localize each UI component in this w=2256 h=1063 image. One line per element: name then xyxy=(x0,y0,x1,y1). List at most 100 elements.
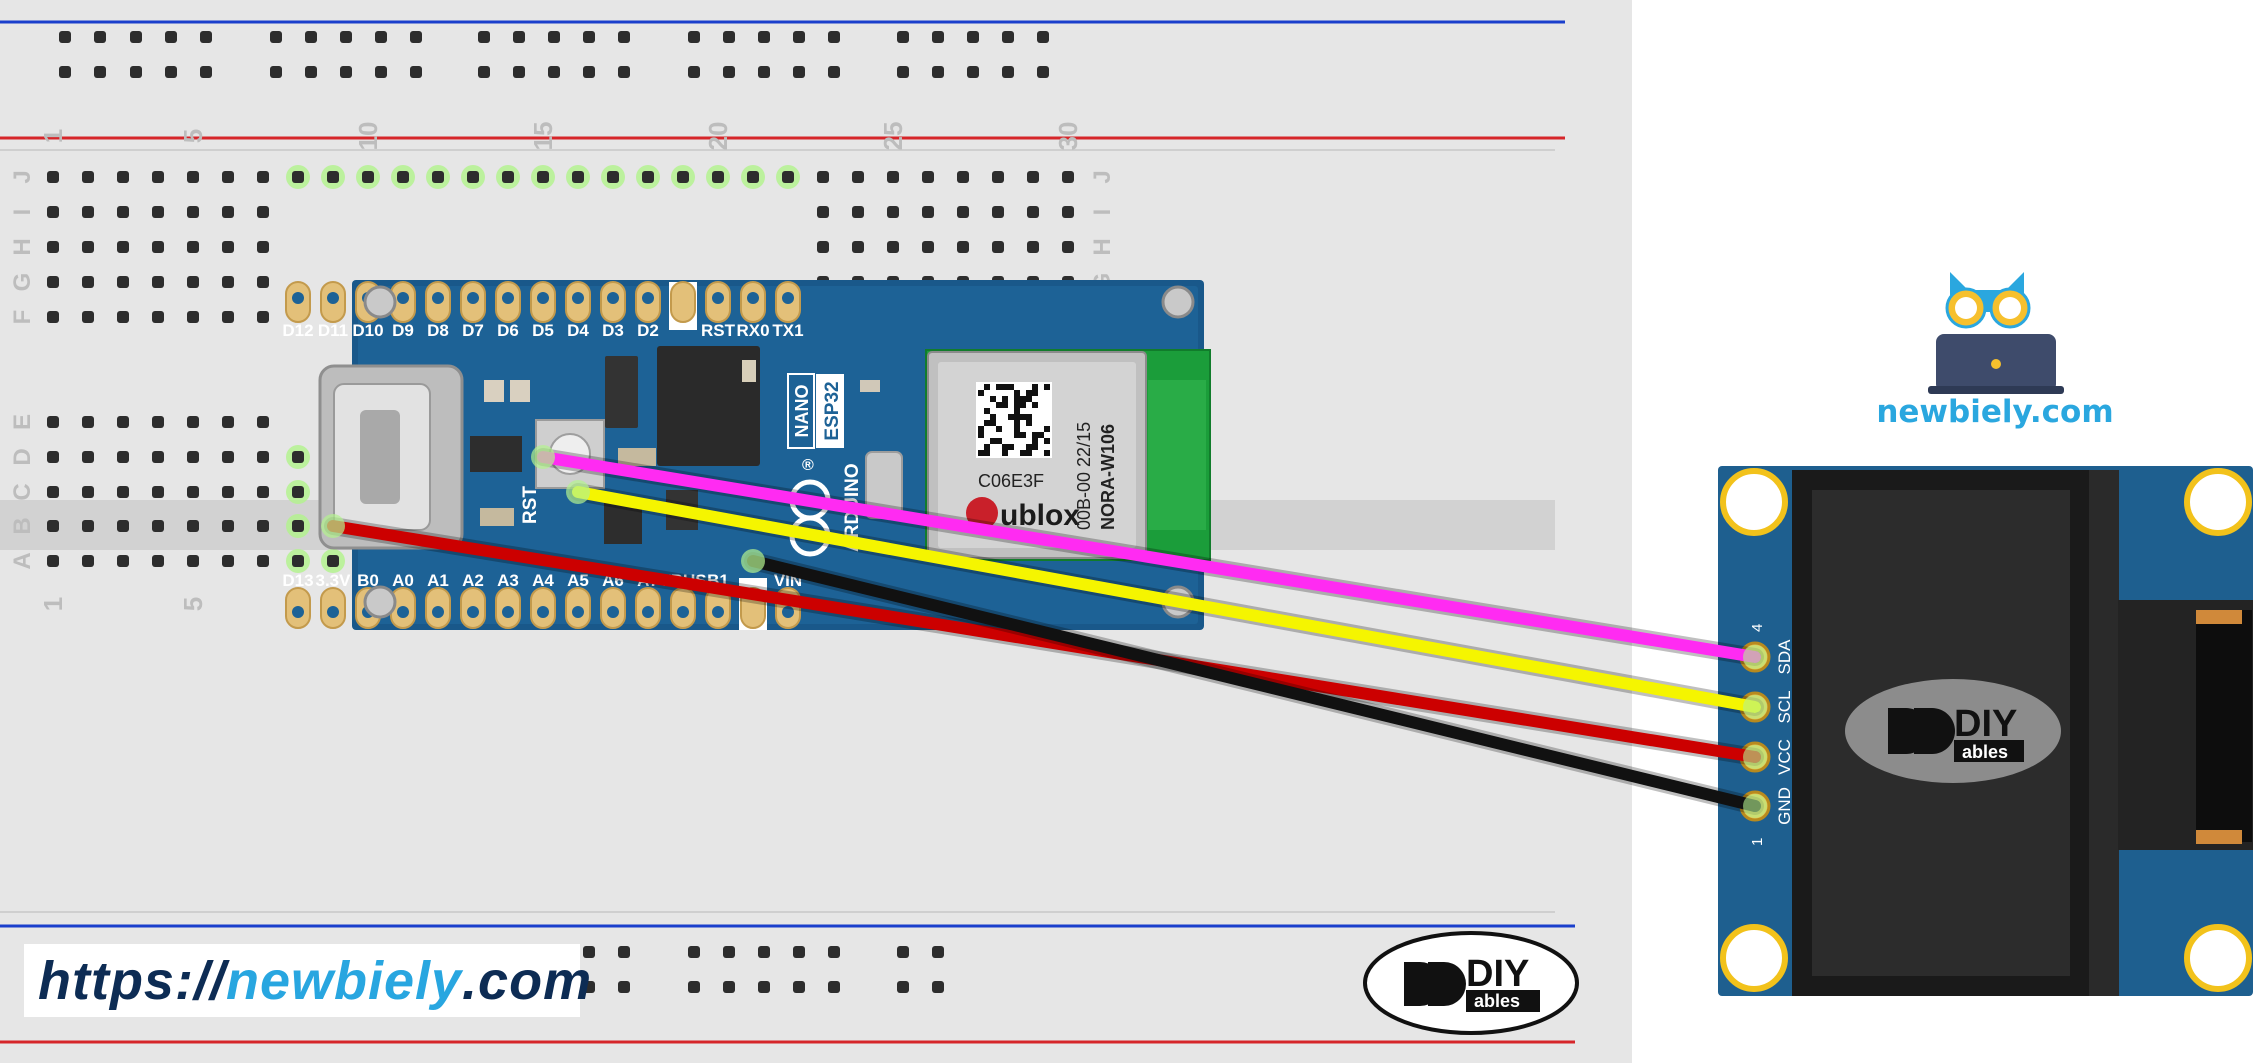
board-name-badge: NANO ESP32 xyxy=(787,373,844,449)
qr-cell xyxy=(1020,396,1026,402)
rail-hole xyxy=(583,66,595,78)
pin-label-bottom: D13 xyxy=(282,571,313,590)
breadboard-hole xyxy=(117,241,129,253)
breadboard-hole xyxy=(432,171,444,183)
rail-hole xyxy=(59,66,71,78)
breadboard-hole xyxy=(152,276,164,288)
pin-label-top: D9 xyxy=(392,321,414,340)
pin-pad-hole xyxy=(502,606,514,618)
pin-pad-hole xyxy=(432,606,444,618)
qr-cell xyxy=(1014,396,1020,402)
pin-pad-hole xyxy=(327,606,339,618)
row-letter: I xyxy=(9,209,36,216)
qr-cell xyxy=(1038,432,1044,438)
breadboard-hole xyxy=(187,171,199,183)
wire xyxy=(572,486,1761,713)
rail-hole xyxy=(270,66,282,78)
breadboard-hole xyxy=(82,555,94,567)
pin-pad-hole xyxy=(502,292,514,304)
usb-c-tongue xyxy=(360,410,400,504)
rst-label: RST xyxy=(520,486,541,524)
qr-cell xyxy=(1008,384,1014,390)
rail-hole xyxy=(583,946,595,958)
qr-cell xyxy=(1032,432,1038,438)
breadboard-hole xyxy=(187,241,199,253)
pin-pad-hole xyxy=(467,606,479,618)
rail-hole xyxy=(375,31,387,43)
rail-hole xyxy=(828,946,840,958)
breadboard-hole xyxy=(1027,171,1039,183)
breadboard-hole xyxy=(117,555,129,567)
breadboard-hole xyxy=(187,416,199,428)
breadboard-hole xyxy=(257,486,269,498)
oled-mount-hole xyxy=(2184,468,2252,536)
pin-label-top: D12 xyxy=(282,321,313,340)
component xyxy=(742,360,756,382)
breadboard-hole xyxy=(677,171,689,183)
breadboard-hole xyxy=(922,171,934,183)
qr-cell xyxy=(996,426,1002,432)
row-letter: I xyxy=(1089,209,1116,216)
rail-hole xyxy=(583,31,595,43)
pin-pad-hole xyxy=(642,606,654,618)
rail-hole xyxy=(793,981,805,993)
rail-hole xyxy=(200,66,212,78)
qr-cell xyxy=(1020,414,1026,420)
rail-hole xyxy=(305,66,317,78)
breadboard-hole xyxy=(222,520,234,532)
rail-hole xyxy=(688,66,700,78)
mount-hole xyxy=(1161,285,1195,319)
breadboard-hole xyxy=(257,520,269,532)
oled-pin-number-bottom: 1 xyxy=(1749,838,1766,846)
chip xyxy=(657,346,760,466)
pin-pad-hole xyxy=(642,292,654,304)
breadboard-hole xyxy=(642,171,654,183)
breadboard-hole xyxy=(222,416,234,428)
brand-site-text: newbiely.com xyxy=(1876,394,2114,430)
wire xyxy=(747,555,1761,812)
pin-label-bottom: A1 xyxy=(427,571,449,590)
breadboard-hole xyxy=(257,416,269,428)
breadboard-hole xyxy=(292,171,304,183)
qr-cell xyxy=(1008,414,1014,420)
qr-cell xyxy=(1032,438,1038,444)
url-prefix: https:// xyxy=(38,950,226,1011)
qr-cell xyxy=(1026,390,1032,396)
row-letter: H xyxy=(9,238,36,255)
module-line2: NORA-W106 xyxy=(1098,424,1118,530)
chip xyxy=(470,436,522,472)
breadboard-hole xyxy=(152,486,164,498)
breadboard-hole xyxy=(117,276,129,288)
breadboard-hole xyxy=(117,171,129,183)
rail-hole xyxy=(688,31,700,43)
pin-pad-hole xyxy=(292,606,304,618)
breadboard-hole xyxy=(467,171,479,183)
rail-hole xyxy=(618,946,630,958)
breadboard-hole xyxy=(152,555,164,567)
rail-hole xyxy=(897,946,909,958)
badge-main: DIY xyxy=(1466,953,1529,995)
breadboard-hole xyxy=(47,241,59,253)
oled-ribbon-edge xyxy=(2196,610,2242,624)
mount-hole xyxy=(363,585,397,619)
row-letter: F xyxy=(9,310,36,325)
pin-pad-hole xyxy=(607,606,619,618)
url-name: newbiely xyxy=(225,950,463,1011)
breadboard-hole xyxy=(1027,241,1039,253)
pin-pad-hole xyxy=(432,292,444,304)
rail-hole xyxy=(59,31,71,43)
breadboard-hole xyxy=(397,171,409,183)
pin-pad-hole xyxy=(712,292,724,304)
breadboard-hole xyxy=(222,241,234,253)
badge-sub: ables xyxy=(1474,991,1520,1011)
oled-pin-label: SCL xyxy=(1775,690,1794,723)
pin-label-top: D10 xyxy=(352,321,383,340)
breadboard-hole xyxy=(82,486,94,498)
breadboard-hole xyxy=(887,171,899,183)
qr-cell xyxy=(978,432,984,438)
wire-end-highlight xyxy=(531,445,555,469)
oled-side-shade xyxy=(2089,470,2119,996)
qr-cell xyxy=(1032,402,1038,408)
breadboard-hole xyxy=(817,171,829,183)
pin-label-top: D11 xyxy=(318,321,348,340)
